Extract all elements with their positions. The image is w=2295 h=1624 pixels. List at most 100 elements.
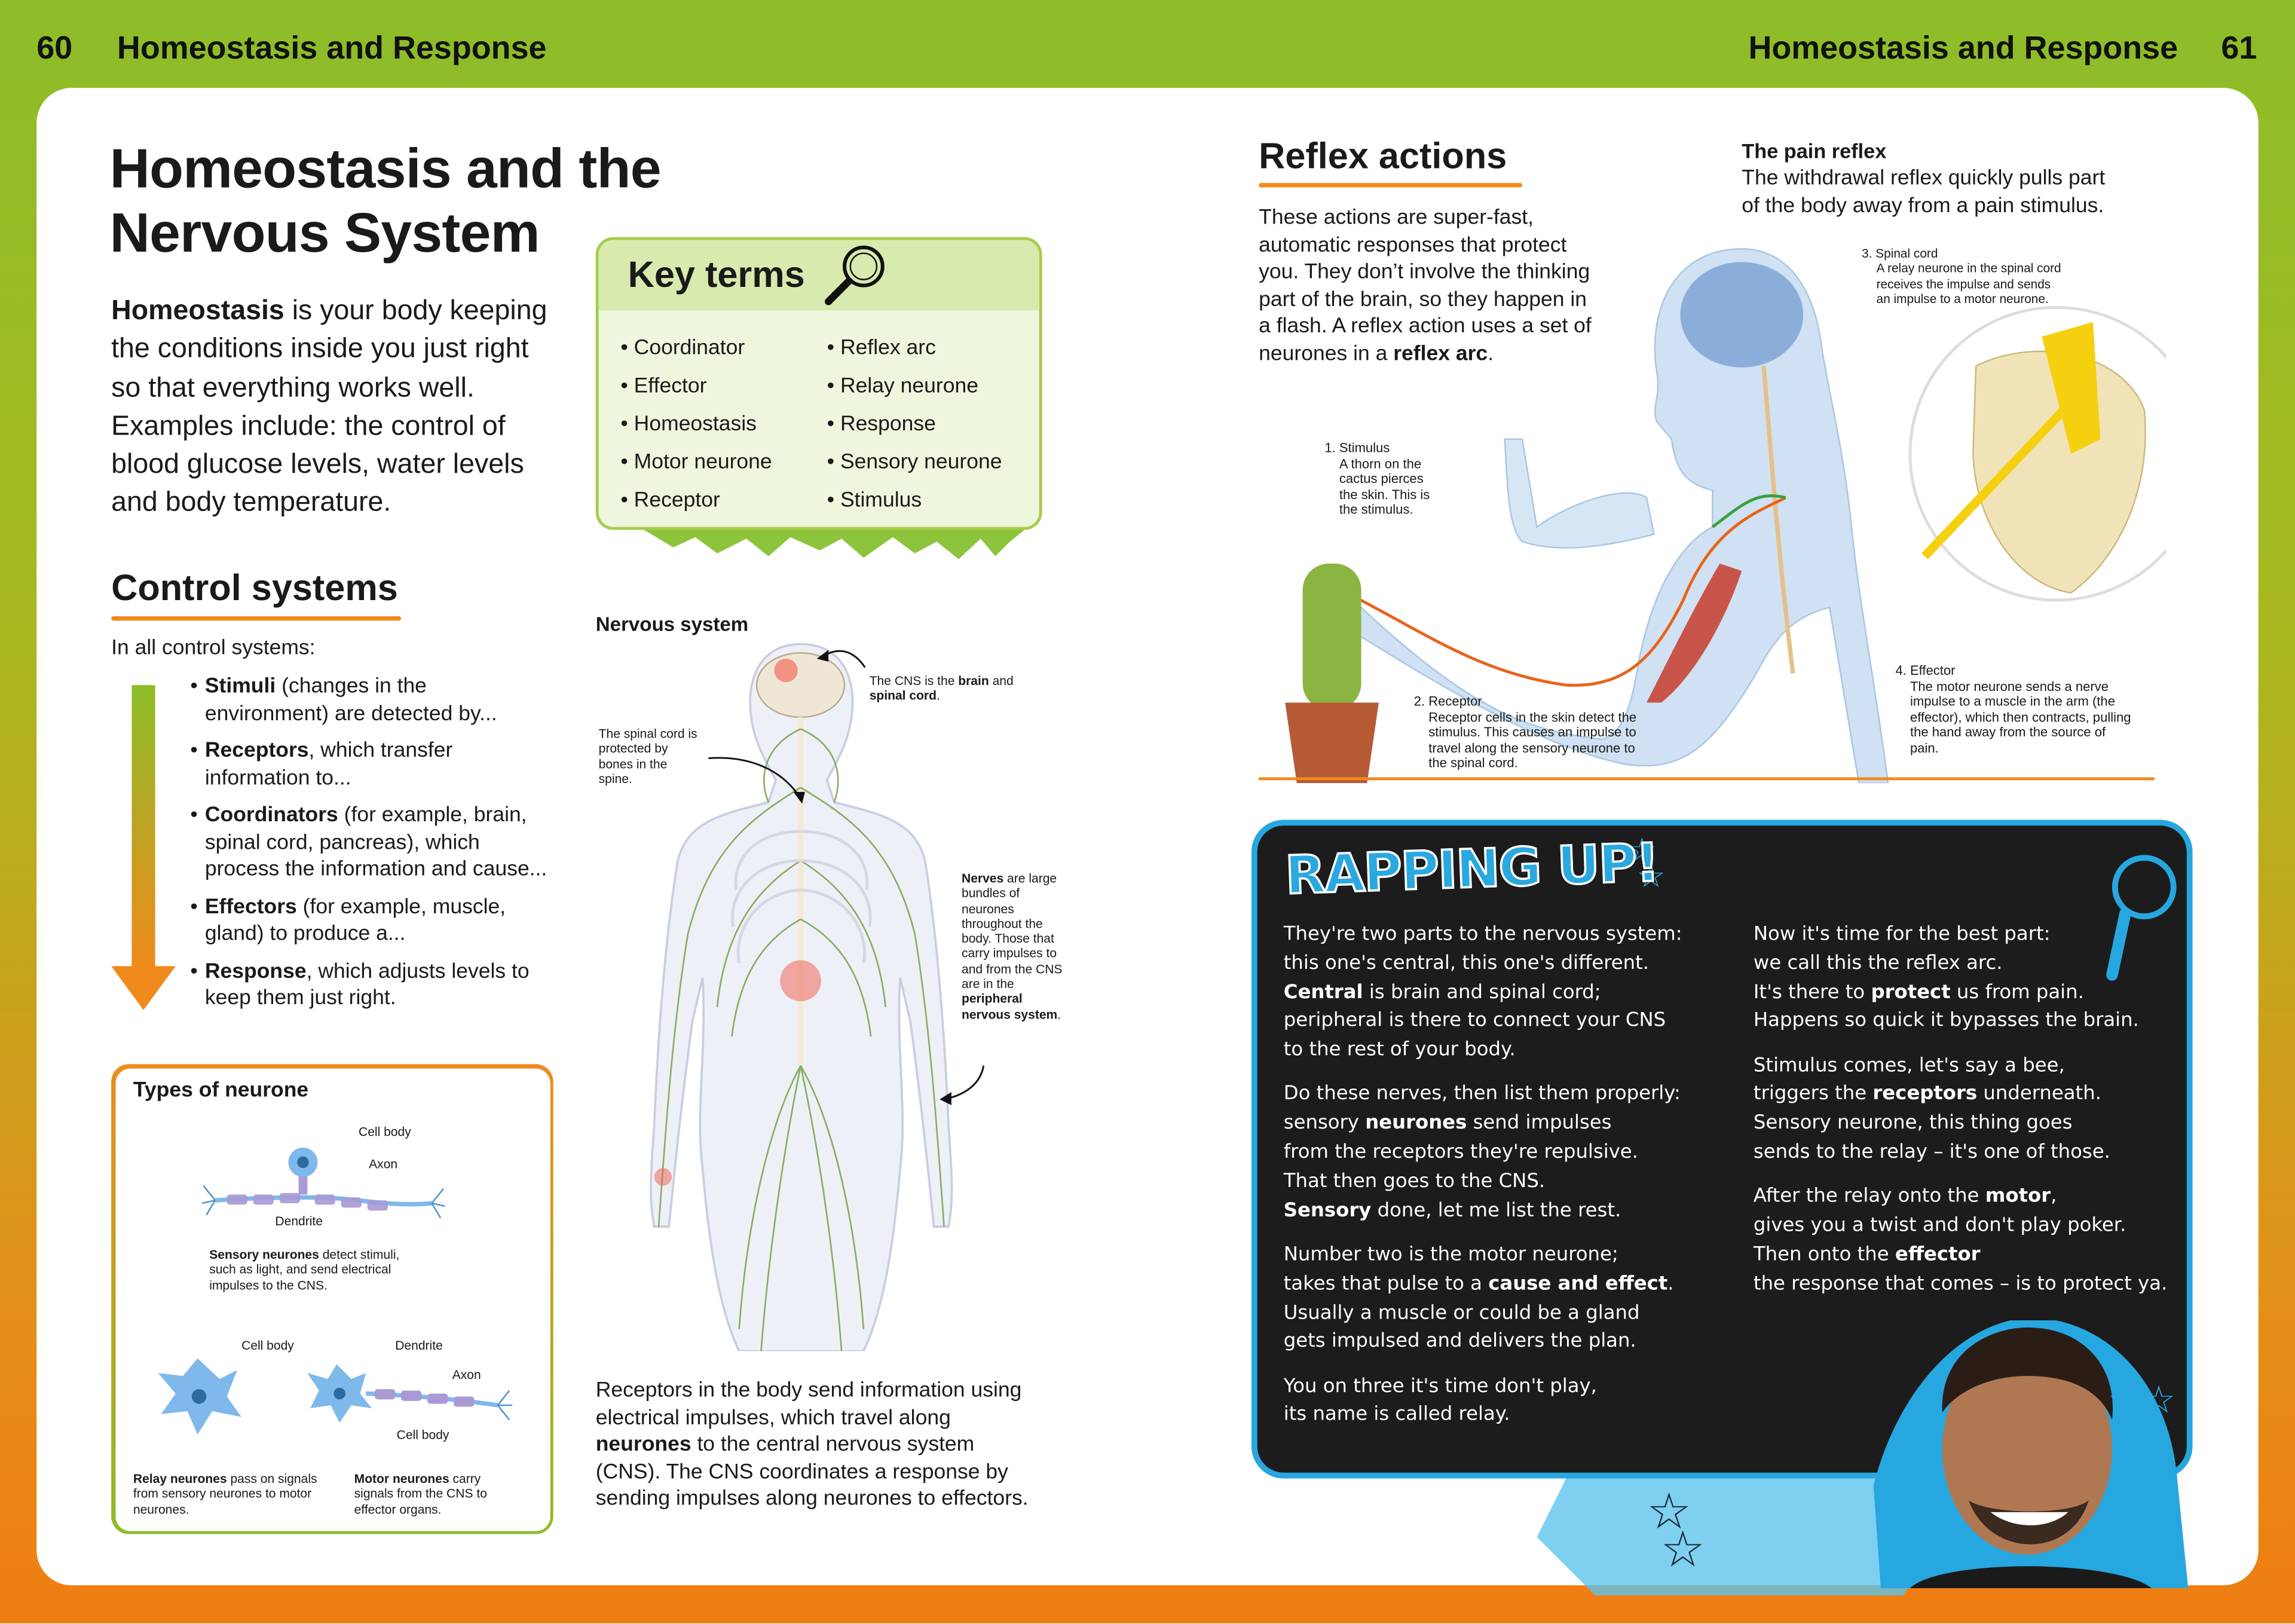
text-segment: The CNS is the	[869, 673, 959, 689]
control-step-item: Receptors, which transfer information to…	[190, 738, 556, 792]
text-segment: Usually a muscle or could be a gland	[1283, 1302, 1640, 1325]
grass-decoration	[644, 530, 1025, 559]
rap-line: this one's central, this one's different…	[1284, 950, 1723, 978]
text-segment: Then onto the	[1753, 1244, 1895, 1267]
key-term-item: Motor neurone	[620, 444, 772, 482]
section-divider	[1259, 777, 2155, 781]
bold-term: Sensory neurones	[209, 1247, 319, 1262]
text-segment: ,	[2051, 1186, 2057, 1209]
intro-paragraph: Homeostasis is your body keeping the con…	[111, 293, 565, 524]
bold-term: Stimuli	[204, 674, 276, 699]
text-segment: After the relay onto the	[1753, 1186, 1985, 1209]
cns-note: The CNS is the brain and spinal cord.	[870, 674, 1016, 704]
sensory-dendrite-label: Dendrite	[275, 1213, 323, 1228]
rap-verse: You on three it's time don't play, its na…	[1284, 1372, 1723, 1430]
stars-icon: ☆ ☆	[1647, 1484, 1705, 1579]
pain-reflex-text: The withdrawal reflex quickly pulls part…	[1742, 167, 2106, 218]
bold-term: brain	[958, 673, 989, 689]
rap-verse: Do these nerves, then list them properly…	[1284, 1081, 1723, 1226]
blue-splash-decoration	[1537, 1464, 1962, 1596]
key-term-item: Effector	[620, 368, 772, 406]
text-segment: (for example, brain, spinal cord, pancre…	[204, 803, 547, 882]
text-segment: its name is called relay.	[1283, 1404, 1510, 1427]
rap-left-column: They're two parts to the nervous system:…	[1284, 920, 1723, 1446]
sensory-axon-label: Axon	[369, 1156, 398, 1172]
pain-reflex-title: The pain reflex	[1742, 139, 1887, 163]
rap-line: Then onto the effector	[1754, 1241, 2178, 1270]
rap-verse: Number two is the motor neurone;takes th…	[1284, 1241, 1723, 1357]
nervous-system-illustration	[650, 643, 953, 1351]
text-segment: These actions are super-fast, automatic …	[1259, 206, 1592, 366]
rap-line: the response that comes – is to protect …	[1754, 1270, 2178, 1299]
stimulus-step: 1. Stimulus A thorn on the cactus pierce…	[1324, 441, 1442, 518]
text-segment: Do these nerves, then list them properly…	[1283, 1084, 1681, 1106]
text-segment: Happens so quick it bypasses the brain.	[1753, 1010, 2139, 1033]
text-segment: .	[936, 688, 940, 704]
rap-line: its name is called relay.	[1284, 1402, 1723, 1430]
key-terms-column-2: Reflex arcRelay neuroneResponseSensory n…	[827, 329, 1002, 519]
rap-verse: After the relay onto the motor, gives you…	[1754, 1183, 2178, 1299]
key-term-item: Stimulus	[827, 482, 1002, 520]
bold-term: reflex arc	[1393, 341, 1488, 366]
key-term-item: Relay neurone	[827, 368, 1002, 406]
text-segment: is brain and spinal cord;	[1363, 981, 1601, 1004]
text-segment: sensory	[1283, 1112, 1366, 1135]
rap-line: Sensory done, let me list the rest.	[1284, 1197, 1723, 1225]
page-title-line-2: Nervous System	[109, 203, 540, 265]
rap-line: gives you a twist and don't play poker.	[1754, 1212, 2178, 1241]
right-page-number: 61	[2221, 29, 2257, 66]
nerves-pointer-arrow-icon	[940, 1065, 985, 1105]
bold-term: cause and effect	[1488, 1273, 1668, 1295]
nervous-system-caption: Receptors in the body send information u…	[596, 1378, 1035, 1513]
reflex-actions-heading: Reflex actions	[1259, 136, 1507, 178]
text-segment: to the rest of your body.	[1283, 1039, 1516, 1062]
text-segment: us from pain.	[1950, 981, 2084, 1004]
bold-term: Homeostasis	[111, 295, 284, 327]
step-title: 3. Spinal cord	[1862, 246, 1938, 261]
key-term-item: Coordinator	[620, 329, 772, 368]
bold-term: neurones	[595, 1433, 691, 1457]
text-segment: takes that pulse to a	[1283, 1273, 1489, 1295]
step-title: 2. Receptor	[1413, 693, 1482, 709]
relay-and-motor-neurone-illustration	[158, 1358, 513, 1435]
text-segment: sends to the relay – it's one of those.	[1753, 1142, 2110, 1164]
text-segment: .	[1057, 1007, 1061, 1022]
rap-verse: They're two parts to the nervous system:…	[1284, 920, 1723, 1065]
rap-line: sensory neurones send impulses	[1284, 1110, 1723, 1139]
rap-verse: Now it's time for the best part:we call …	[1754, 920, 2178, 1036]
relay-neurone-caption: Relay neurones pass on signals from sens…	[133, 1471, 331, 1516]
magnifier-icon	[824, 245, 885, 305]
text-segment: is your body keeping the conditions insi…	[111, 295, 547, 519]
key-terms-column-1: CoordinatorEffectorHomeostasisMotor neur…	[620, 329, 772, 519]
rap-line: That then goes to the CNS.	[1284, 1168, 1723, 1197]
rap-line: gets impulsed and delivers the plan.	[1284, 1328, 1723, 1357]
rap-line: from the receptors they're repulsive.	[1284, 1139, 1723, 1168]
text-segment: They're two parts to the nervous system:	[1283, 923, 1682, 946]
rap-line: Happens so quick it bypasses the brain.	[1754, 1008, 2178, 1036]
rap-line: It's there to protect us from pain.	[1754, 978, 2178, 1007]
bold-term: Central	[1283, 981, 1363, 1004]
text-segment: done, let me list the rest.	[1371, 1200, 1621, 1222]
bold-term: Receptors	[204, 739, 309, 763]
page-title: Homeostasis and the Nervous System	[109, 137, 662, 267]
bold-term: Sensory	[1283, 1200, 1372, 1222]
control-systems-list: Stimuli (changes in the environment) are…	[190, 674, 556, 1023]
bold-term: neurones	[1365, 1112, 1467, 1135]
bold-term: motor	[1985, 1186, 2051, 1209]
left-running-title: Homeostasis and Response	[117, 29, 547, 66]
text-segment: Stimulus comes, let's say a bee,	[1753, 1054, 2065, 1077]
cns-pointer-arrow-icon	[816, 650, 866, 668]
key-term-item: Receptor	[620, 482, 772, 520]
motor-cell-body-label: Cell body	[396, 1427, 449, 1442]
rap-line: You on three it's time don't play,	[1284, 1372, 1723, 1401]
left-page-number: 60	[36, 29, 73, 66]
text-segment: send impulses	[1467, 1112, 1612, 1135]
step-title: 4. Effector	[1895, 663, 1956, 678]
heading-underline	[111, 616, 402, 621]
control-step-item: Stimuli (changes in the environment) are…	[190, 674, 556, 728]
step-text: A thorn on the cactus pierces the skin. …	[1339, 456, 1430, 518]
text-segment: (for example, muscle, gland) to produce …	[204, 895, 506, 946]
text-segment: The spinal cord is protected by bones in…	[598, 726, 697, 786]
text-segment: to the central nervous system (CNS). The…	[595, 1433, 1029, 1511]
effector-step: 4. Effector The motor neurone sends a ne…	[1895, 663, 2137, 756]
